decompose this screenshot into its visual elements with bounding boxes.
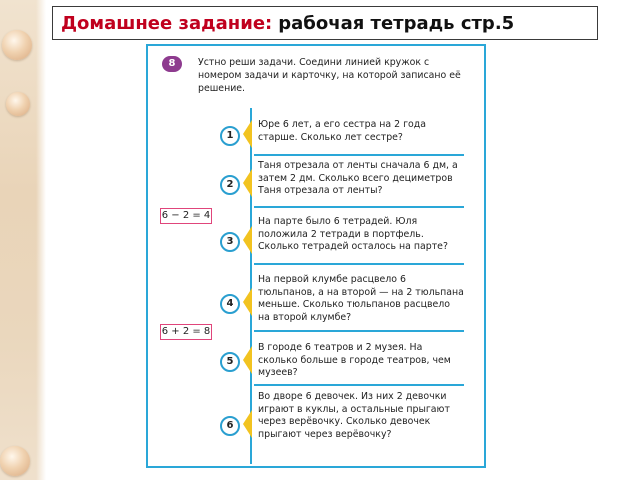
problem-separator [254,330,464,332]
problem-separator [254,154,464,156]
problem-text-1: Юре 6 лет, а его сестра на 2 года старше… [258,119,426,143]
problem-separator [254,384,464,386]
problem-circle-2[interactable]: 2 [220,175,240,195]
title-workbook-page: рабочая тетрадь стр.5 [278,12,515,34]
yellow-marker [243,410,252,438]
problem-circle-3[interactable]: 3 [220,232,240,252]
decorative-side-strip [0,0,46,480]
problem-circle-6[interactable]: 6 [220,416,240,436]
task-number-badge: 8 [162,56,182,72]
problem-text-6: Во дворе 6 девочек. Из них 2 девочки игр… [258,391,450,440]
workbook-page: 8 Устно реши задачи. Соедини линией круж… [146,44,486,468]
yellow-marker [243,226,252,254]
problem-text-4: На первой клумбе расцвело 6 тюльпанов, а… [258,274,464,323]
answer-card-addition[interactable]: 6 + 2 = 8 [160,324,212,340]
problem-circle-4[interactable]: 4 [220,294,240,314]
decorative-bead [6,92,30,116]
yellow-marker [243,346,252,374]
decorative-bead [0,446,30,476]
problem-circle-5[interactable]: 5 [220,352,240,372]
title-homework-label: Домашнее задание: [61,12,273,34]
decorative-bead [2,30,32,60]
problem-text-5: В городе 6 театров и 2 музея. На сколько… [258,342,451,378]
task-instruction: Устно реши задачи. Соедини линией кружок… [198,57,461,94]
yellow-marker [243,169,252,197]
yellow-marker [243,288,252,316]
problem-text-2: Таня отрезала от ленты сначала 6 дм, а з… [258,160,458,196]
problems-divider-line [250,108,252,464]
problem-text-3: На парте было 6 тетрадей. Юля положила 2… [258,216,448,252]
slide-title: Домашнее задание: рабочая тетрадь стр.5 [52,6,598,40]
problem-circle-1[interactable]: 1 [220,126,240,146]
answer-card-subtraction[interactable]: 6 − 2 = 4 [160,208,212,224]
problem-separator [254,263,464,265]
yellow-marker [243,120,252,148]
problem-separator [254,206,464,208]
